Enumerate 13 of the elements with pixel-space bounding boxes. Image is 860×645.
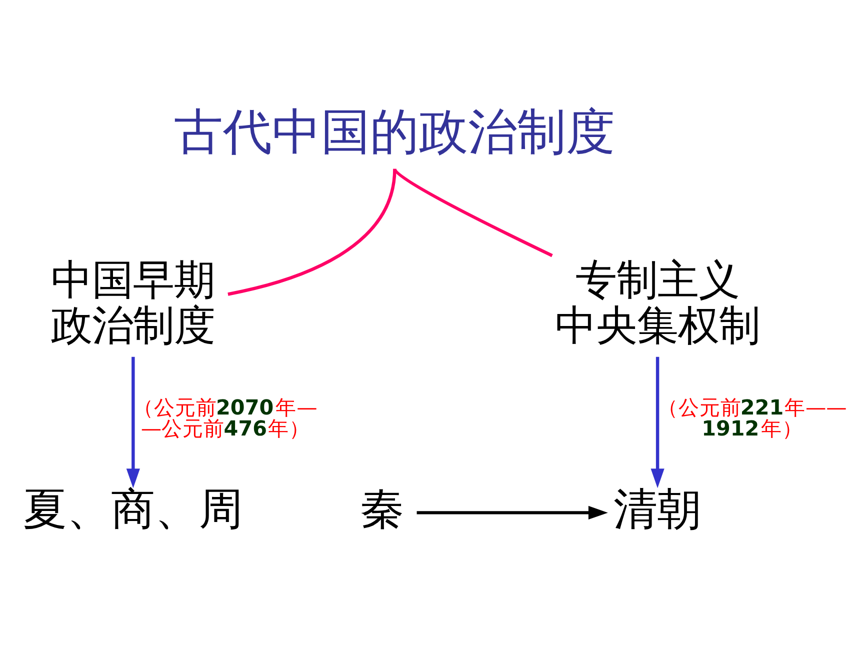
connector bbox=[393, 168, 553, 257]
node-text: 秦 bbox=[360, 483, 404, 534]
edge-label: （公元前221年——1912年） bbox=[658, 395, 847, 440]
node-text: 中国早期政治制度 bbox=[51, 255, 216, 349]
arrow bbox=[126, 356, 140, 488]
arrow bbox=[650, 356, 664, 488]
node-text: 清朝 bbox=[614, 483, 702, 534]
edge-label: （公元前2070年——公元前476年） bbox=[133, 395, 318, 440]
arrow bbox=[416, 505, 608, 519]
node-text: 专制主义中央集权制 bbox=[555, 255, 760, 349]
node-text: 夏、商、周 bbox=[23, 483, 244, 534]
connector bbox=[228, 168, 396, 296]
node-text: 古代中国的政治制度 bbox=[174, 102, 616, 160]
